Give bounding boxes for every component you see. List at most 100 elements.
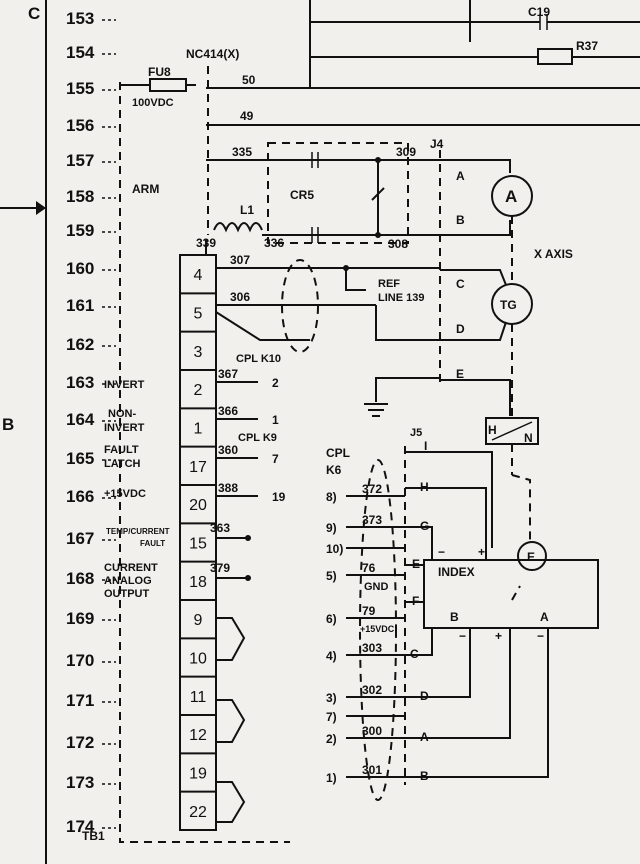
- tb1-fault-label: FAULT: [104, 444, 139, 456]
- row-number: 153: [66, 9, 94, 28]
- tb1-strip: [179, 254, 217, 831]
- encoder-plus: +: [478, 545, 485, 559]
- wire-360-label: 360: [218, 443, 238, 457]
- arrow-head: [36, 201, 46, 215]
- j5-wire-label: 76: [362, 561, 376, 575]
- cpl-k10-pin-2: 2: [272, 376, 279, 390]
- wire-366-label: 366: [218, 404, 238, 418]
- tach-label: TG: [500, 298, 517, 312]
- row-number: 161: [66, 296, 94, 315]
- wire-306-label: 306: [230, 290, 250, 304]
- cpl-k9-label: CPL K9: [238, 432, 277, 444]
- wire-363-end: [245, 535, 251, 541]
- tb1-terminal: 4: [194, 267, 203, 284]
- j5-left-pin: 3): [326, 691, 337, 705]
- encoder-coupling: [511, 474, 531, 540]
- tb1-boundary: [119, 82, 290, 843]
- jumper-9-10: [216, 617, 246, 661]
- j4-wire-d: [440, 321, 507, 341]
- wire-306-route: [375, 305, 440, 341]
- node-309: [375, 157, 381, 163]
- arm-label: ARM: [132, 182, 159, 196]
- wire-49-label: 49: [240, 109, 254, 123]
- shield-drain: [215, 311, 310, 341]
- j5-left-pin: 8): [326, 490, 337, 504]
- j5-wire-g: [405, 526, 433, 560]
- tb1-temp-fault-label: FAULT: [140, 539, 165, 548]
- j5-wire-c: [405, 628, 433, 656]
- j5-wire-a: [405, 628, 511, 739]
- tb1-terminal: 11: [190, 689, 207, 706]
- j5-left-pin: 2): [326, 732, 337, 746]
- wire-308-label: 308: [388, 237, 408, 251]
- tb1-terminal: 9: [194, 612, 203, 629]
- tb1-terminal: 5: [194, 306, 203, 323]
- cpl-k10-label: CPL K10: [236, 353, 281, 365]
- encoder-e: [517, 541, 547, 571]
- tb1-terminal: 19: [189, 766, 207, 783]
- j5-left-pin: 7): [326, 710, 337, 724]
- tb1-terminal: 10: [189, 651, 207, 668]
- gnd-label: GND: [364, 581, 389, 593]
- row-number: 169: [66, 609, 94, 628]
- j4-label: J4: [430, 137, 444, 151]
- cr5-nc-contact: [371, 187, 385, 201]
- cpl-k6-label-2: K6: [326, 463, 342, 477]
- row-number: 173: [66, 773, 94, 792]
- j4-wire-a: [440, 159, 511, 173]
- tb1-temp-label: TEMP/CURRENT: [106, 527, 170, 536]
- ground-wire: [375, 377, 440, 402]
- j5-wire-label: 372: [362, 482, 382, 496]
- wire-335-label: 335: [232, 145, 252, 159]
- wire-388-label: 388: [218, 481, 238, 495]
- j5-left-pin: 9): [326, 521, 337, 535]
- row-number: 162: [66, 335, 94, 354]
- j4-pin-b: B: [456, 213, 465, 227]
- row-number: 172: [66, 733, 94, 752]
- j5-wire-b: [405, 628, 549, 778]
- j5-pin-a: A: [420, 730, 429, 744]
- row-number: 174: [66, 817, 95, 836]
- row-number: 165: [66, 449, 94, 468]
- j4-pin-a: A: [456, 169, 465, 183]
- tb1-noninvert-label: INVERT: [104, 422, 145, 434]
- j5-pin-d: D: [420, 689, 429, 703]
- j4-pin-e: E: [456, 367, 464, 381]
- index-a-label: A: [540, 610, 549, 624]
- wire-363-label: 363: [210, 521, 230, 535]
- l1-inductor: [213, 222, 263, 233]
- tb1-terminal: 20: [189, 497, 207, 514]
- j5-left-pin: 6): [326, 612, 337, 626]
- hn-slash: [491, 421, 533, 441]
- j5-wire-label: 301: [362, 763, 382, 777]
- row-number: 159: [66, 221, 94, 240]
- fuse-rating: 100VDC: [132, 97, 174, 109]
- cpl-k9-pin-7: 7: [272, 452, 279, 466]
- x-axis-label: X AXIS: [534, 247, 573, 261]
- wire-50-label: 50: [242, 73, 256, 87]
- index-a-plus: +: [495, 629, 502, 643]
- tb1-current-label: CURRENT: [104, 562, 158, 574]
- j5-label: J5: [410, 427, 422, 439]
- wire-307-label: 307: [230, 253, 250, 267]
- l1-label: L1: [240, 203, 254, 217]
- fu8-label: FU8: [148, 65, 171, 79]
- index-label: INDEX: [438, 565, 475, 579]
- j5-left-pin: 1): [326, 771, 337, 785]
- jumper-11-12: [216, 699, 246, 743]
- nc414-label: NC414(X): [186, 47, 239, 61]
- cpl-k9-pin-19: 19: [272, 490, 286, 504]
- row-number: 171: [66, 691, 94, 710]
- j5-wire-h: [405, 487, 487, 560]
- j5-left-pin: 4): [326, 649, 337, 663]
- j5-wire-label: 302: [362, 683, 382, 697]
- encoder-e-label: E: [527, 550, 535, 564]
- j5-wire-i: [405, 451, 493, 548]
- j5-pin-e: E: [412, 557, 420, 571]
- row-numbers: 1531541551561571581591601611621631641651…: [66, 9, 116, 836]
- j5-pin-g: G: [420, 519, 429, 533]
- encoder-minus: −: [438, 545, 445, 559]
